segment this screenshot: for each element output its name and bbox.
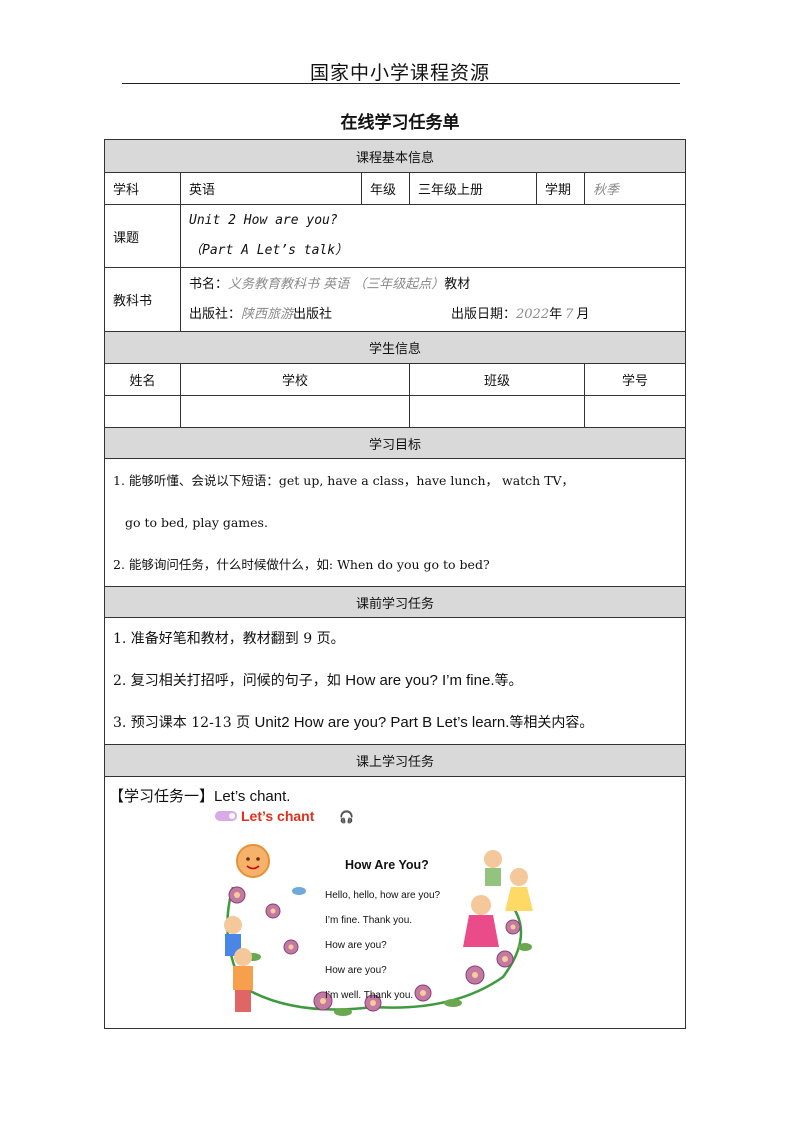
objectives-cell: 1. 能够听懂、会说以下短语：get up, have a class，have… bbox=[103, 458, 687, 587]
topic-line-2: （Part A Let’s talk） bbox=[189, 243, 349, 258]
book-name-suffix: 教材 bbox=[444, 276, 471, 292]
year-char: 年 bbox=[549, 306, 563, 322]
grade-value: 三年级上册 bbox=[409, 172, 537, 205]
school-input-cell[interactable] bbox=[180, 395, 410, 428]
task-form-table: 课程基本信息 学科 英语 年级 三年级上册 学期 秋季 课题 Unit 2 Ho… bbox=[103, 139, 687, 1029]
pre-task-3-cn: 3. 预习课本 12-13 页 bbox=[113, 715, 255, 731]
boy-orange-icon bbox=[233, 948, 253, 1012]
sun-eye-icon bbox=[256, 857, 260, 861]
term-value: 秋季 bbox=[583, 172, 687, 205]
page-header-title: 国家中小学课程资源 bbox=[309, 62, 490, 84]
section-objectives: 学习目标 bbox=[103, 427, 687, 459]
col-header-name: 姓名 bbox=[104, 363, 181, 396]
publisher-suffix: 出版社 bbox=[293, 306, 333, 322]
pub-month: 7 bbox=[565, 306, 574, 322]
chant-line: Hello, hello, how are you? bbox=[325, 890, 441, 901]
section-student-info: 学生信息 bbox=[103, 331, 687, 364]
chant-line: I’m well. Thank you. bbox=[325, 990, 413, 1001]
sun-icon bbox=[236, 844, 270, 878]
kid-top-right-icon bbox=[484, 850, 502, 886]
header-rule bbox=[122, 83, 680, 84]
col-header-id: 学号 bbox=[583, 363, 687, 396]
book-name-value: 义务教育教科书 英语 （三年级起点） bbox=[228, 276, 445, 292]
subject-value: 英语 bbox=[180, 172, 362, 205]
pre-task-2-en: How are you? I’m fine. bbox=[345, 672, 495, 689]
objective-2: 2. 能够询问任务，什么时候做什么，如: When do you go to b… bbox=[113, 556, 490, 572]
book-name-line: 书名：义务教育教科书 英语 （三年级起点）教材 bbox=[189, 270, 677, 300]
chant-block: 【学习任务一】Let’s chant. Let’s chant 🎧 bbox=[106, 778, 685, 1024]
pub-date-prefix: 出版日期： bbox=[451, 306, 517, 322]
document-title: 在线学习任务单 bbox=[340, 113, 460, 133]
chant-title: How Are You? bbox=[345, 858, 429, 872]
class-input-cell[interactable] bbox=[409, 395, 585, 428]
chant-banner-text: Let’s chant bbox=[241, 808, 315, 824]
topic-label: 课题 bbox=[104, 204, 181, 268]
col-header-school: 学校 bbox=[180, 363, 410, 396]
month-char: 月 bbox=[576, 306, 590, 322]
book-name-prefix: 书名： bbox=[189, 276, 229, 292]
chant-line: I’m fine. Thank you. bbox=[325, 915, 412, 926]
section-class-tasks: 课上学习任务 bbox=[103, 744, 687, 777]
pub-year: 2022 bbox=[516, 306, 550, 322]
section-pre-tasks: 课前学习任务 bbox=[103, 586, 687, 618]
pre-task-1: 1. 准备好笔和教材，教材翻到 9 页。 bbox=[113, 631, 345, 647]
objective-1-line-1: 1. 能够听懂、会说以下短语：get up, have a class，have… bbox=[113, 472, 575, 488]
grade-label: 年级 bbox=[361, 172, 410, 205]
class-tasks-cell: 【学习任务一】Let’s chant. Let’s chant 🎧 bbox=[103, 776, 687, 1029]
name-input-cell[interactable] bbox=[104, 395, 181, 428]
sun-smile-icon bbox=[246, 865, 260, 870]
bird-icon bbox=[292, 887, 306, 895]
pre-task-3-en: Unit2 How are you? Part B Let’s learn. bbox=[254, 714, 510, 731]
chant-line: How are you? bbox=[325, 940, 387, 951]
flower-centers-icon bbox=[234, 892, 516, 1006]
pre-task-2-cn: 2. 复习相关打招呼，问候的句子，如 bbox=[113, 673, 346, 689]
term-label: 学期 bbox=[536, 172, 585, 205]
objective-1-line-2: go to bed, play games. bbox=[125, 514, 268, 530]
banner-dot-icon bbox=[229, 813, 235, 819]
topic-line-1: Unit 2 How are you? bbox=[189, 213, 338, 228]
chant-illustration: Let’s chant 🎧 bbox=[215, 808, 533, 1016]
textbook-cell: 书名：义务教育教科书 英语 （三年级起点）教材 出版社：陕西旅游出版社 出版日期… bbox=[179, 267, 687, 332]
pre-tasks-cell: 1. 准备好笔和教材，教材翻到 9 页。 2. 复习相关打招呼，问候的句子，如 … bbox=[103, 617, 687, 745]
pre-task-3: 3. 预习课本 12-13 页 Unit2 How are you? Part … bbox=[113, 702, 677, 744]
task-1-label-text: 【学习任务一】Let’s chant. bbox=[109, 788, 291, 805]
textbook-label: 教科书 bbox=[104, 267, 181, 332]
publisher-prefix: 出版社： bbox=[189, 306, 242, 322]
task-1-label: 【学习任务一】Let’s chant. bbox=[109, 785, 290, 806]
subject-label: 学科 bbox=[104, 172, 181, 205]
girl-yellow-icon bbox=[505, 868, 533, 911]
col-header-class: 班级 bbox=[409, 363, 585, 396]
girl-pink-icon bbox=[463, 895, 499, 947]
section-basic-info: 课程基本信息 bbox=[103, 139, 687, 173]
chant-line: How are you? bbox=[325, 965, 387, 976]
id-input-cell[interactable] bbox=[583, 395, 687, 428]
sun-eye-icon bbox=[246, 857, 250, 861]
headphones-icon: 🎧 bbox=[339, 810, 354, 824]
pre-task-3-tail: 等相关内容。 bbox=[509, 715, 594, 731]
pre-task-2: 2. 复习相关打招呼，问候的句子，如 How are you? I’m fine… bbox=[113, 660, 677, 702]
topic-cell: Unit 2 How are you? （Part A Let’s talk） bbox=[179, 204, 687, 268]
publisher-value: 陕西旅游 bbox=[241, 306, 294, 322]
pre-task-2-tail: 等。 bbox=[494, 673, 523, 689]
